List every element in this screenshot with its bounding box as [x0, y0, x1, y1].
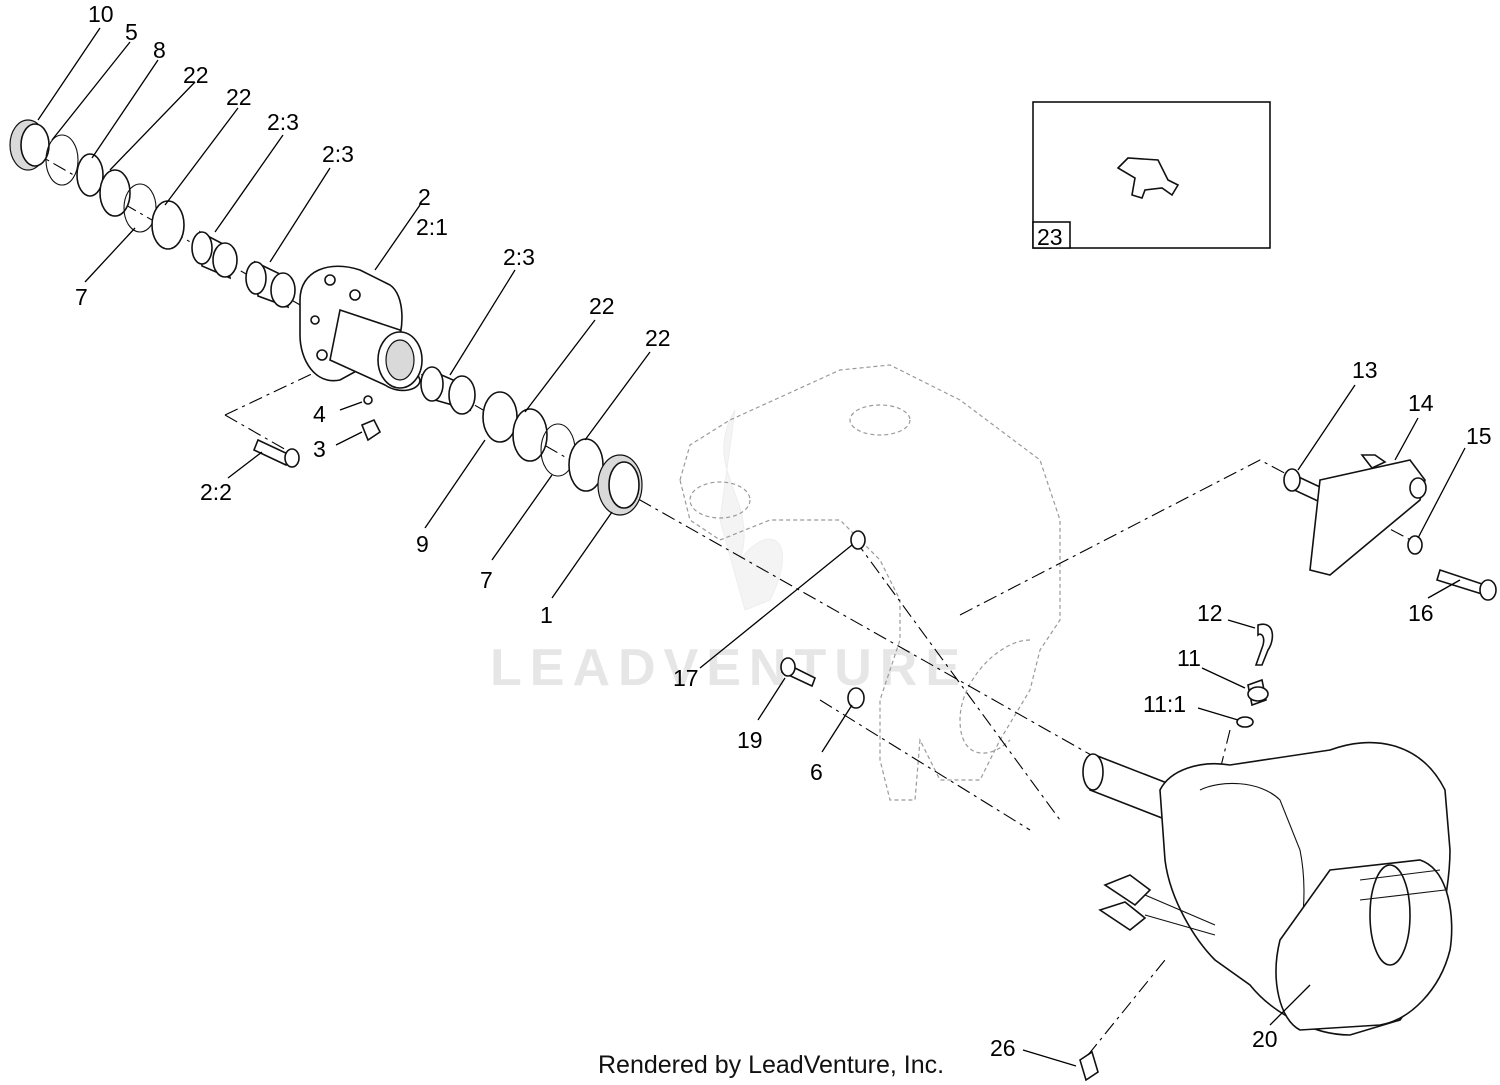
- callout-10[interactable]: 10: [88, 1, 114, 27]
- callout-labels: 10 5 8 22 22 2:3 2:3 2 2:1 7 4 3 2:2 2:3…: [75, 1, 1492, 1061]
- callout-11[interactable]: 11: [1177, 645, 1201, 671]
- part-bearing-23b[interactable]: [245, 260, 296, 309]
- callout-13[interactable]: 13: [1352, 357, 1378, 383]
- part-washer-22b[interactable]: [151, 200, 185, 250]
- bracket-axis-line: [959, 459, 1421, 616]
- part-ring-5[interactable]: [45, 134, 79, 186]
- footer-credit: Rendered by LeadVenture, Inc.: [598, 1051, 944, 1079]
- callout-7a[interactable]: 7: [75, 284, 88, 310]
- part-bolt-22[interactable]: [252, 438, 300, 468]
- part-bolt-16[interactable]: [1436, 568, 1497, 601]
- inset-box-23: [1032, 101, 1271, 249]
- part-spacer-17[interactable]: [850, 530, 866, 550]
- part-ring-8[interactable]: [76, 153, 104, 197]
- part-fitting-3[interactable]: [360, 418, 382, 442]
- part-bolt-19[interactable]: [780, 657, 817, 688]
- callout-22[interactable]: 2:2: [200, 479, 232, 505]
- bolt-axis-line: [224, 369, 321, 456]
- part-ring-9[interactable]: [482, 391, 518, 443]
- part-gearbox-20[interactable]: [1082, 741, 1453, 1036]
- callout-7b[interactable]: 7: [480, 567, 493, 593]
- callout-26[interactable]: 26: [990, 1035, 1016, 1061]
- callout-111[interactable]: 11:1: [1143, 691, 1186, 717]
- part-fitting-11[interactable]: [1247, 678, 1269, 707]
- callout-1[interactable]: 1: [540, 602, 553, 628]
- callout-2[interactable]: 2: [418, 184, 431, 210]
- part-washer-6[interactable]: [847, 687, 865, 709]
- inset-label-23: 23: [1037, 224, 1063, 250]
- part-washer-15[interactable]: [1407, 535, 1423, 555]
- callout-23c[interactable]: 2:3: [503, 244, 535, 270]
- callout-20[interactable]: 20: [1252, 1026, 1278, 1052]
- part-bracket-14[interactable]: [1309, 454, 1427, 576]
- leader-lines: [37, 27, 1466, 1067]
- part-oring-111[interactable]: [1236, 716, 1254, 728]
- callout-8[interactable]: 8: [153, 37, 166, 63]
- part-bearing-23a[interactable]: [191, 230, 238, 280]
- watermark-logo: [719, 409, 783, 611]
- part-washer-22a[interactable]: [99, 169, 131, 217]
- part-seal-1[interactable]: [597, 454, 643, 516]
- callout-6[interactable]: 6: [810, 759, 823, 785]
- callout-22b[interactable]: 22: [226, 84, 252, 110]
- part-washer-7a[interactable]: [123, 183, 157, 233]
- callout-22a[interactable]: 22: [183, 62, 209, 88]
- callout-23b[interactable]: 2:3: [322, 141, 354, 167]
- part-washer-22c[interactable]: [512, 408, 548, 462]
- callout-23a[interactable]: 2:3: [267, 109, 299, 135]
- watermark-text: LEADVENTURE: [490, 639, 968, 697]
- part-cap-12[interactable]: [1254, 623, 1274, 666]
- callout-9[interactable]: 9: [416, 531, 429, 557]
- callout-19[interactable]: 19: [737, 727, 763, 753]
- callout-14[interactable]: 14: [1408, 390, 1434, 416]
- part-clip-4[interactable]: [363, 395, 373, 405]
- part-hub-2[interactable]: [299, 265, 423, 392]
- callout-16[interactable]: 16: [1408, 600, 1434, 626]
- mount-axis-line: [819, 539, 1061, 831]
- callout-22d[interactable]: 22: [645, 325, 671, 351]
- callout-17[interactable]: 17: [673, 665, 699, 691]
- assembly-axis-line: [29, 149, 1101, 761]
- callout-5[interactable]: 5: [125, 19, 138, 45]
- part-cap-10[interactable]: [9, 119, 50, 171]
- callout-15[interactable]: 15: [1466, 423, 1492, 449]
- callout-3[interactable]: 3: [313, 436, 326, 462]
- part-bolt-26[interactable]: [1079, 959, 1166, 1082]
- callout-21[interactable]: 2:1: [416, 214, 448, 240]
- part-bearing-23c[interactable]: [420, 366, 476, 415]
- fuse-icon[interactable]: [1116, 157, 1180, 199]
- callout-12[interactable]: 12: [1197, 600, 1223, 626]
- part-spacer-13[interactable]: [1283, 468, 1321, 504]
- callout-22c[interactable]: 22: [589, 293, 615, 319]
- callout-4[interactable]: 4: [313, 401, 326, 427]
